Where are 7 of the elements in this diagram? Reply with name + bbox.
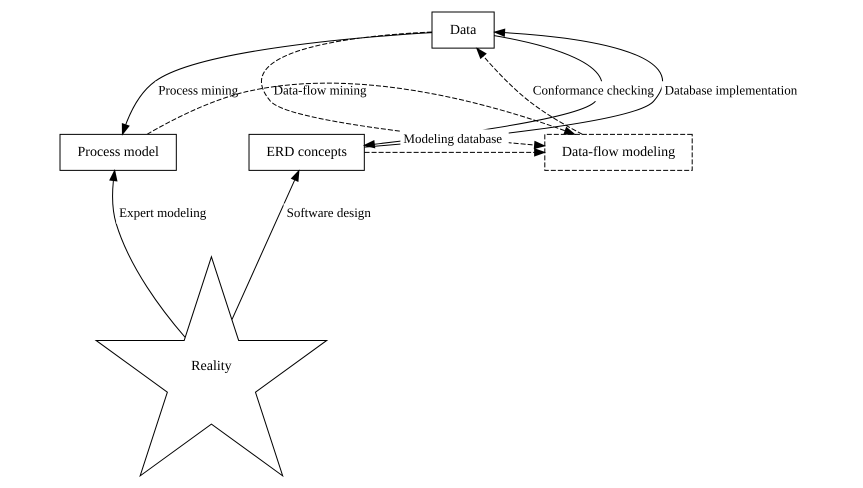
edge-label: Process mining: [158, 82, 238, 98]
edge-label: Software design: [286, 204, 370, 220]
edge-label: Modeling database: [402, 130, 502, 146]
edge-label: Data-flow mining: [273, 82, 366, 98]
edge-label: Database implementation: [664, 82, 797, 98]
edge-label: Expert modeling: [118, 204, 206, 220]
edge-label: Conformance checking: [532, 82, 654, 98]
